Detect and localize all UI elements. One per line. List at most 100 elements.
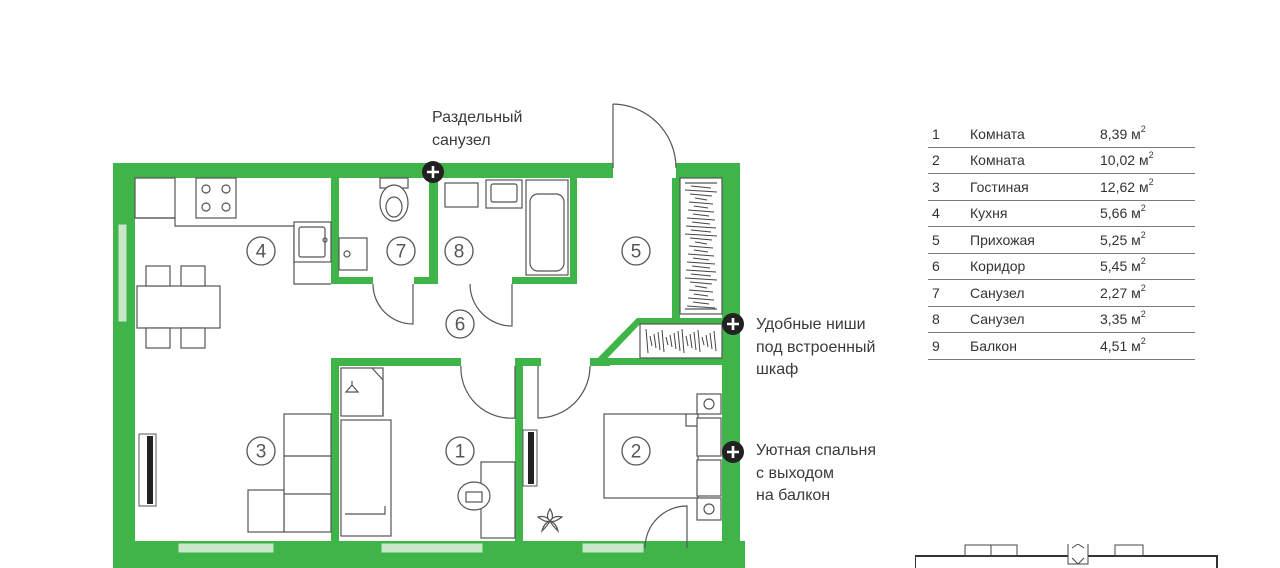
- svg-text:6: 6: [455, 315, 466, 336]
- room-area: 10,02 м2: [1100, 147, 1195, 174]
- svg-text:8: 8: [454, 242, 465, 263]
- area-exp: 2: [1140, 203, 1146, 214]
- area-unit: м: [1131, 205, 1141, 222]
- room-area: 5,45 м2: [1100, 253, 1195, 280]
- room-2-furniture: [522, 393, 722, 533]
- entrance-door: [612, 103, 677, 178]
- room-number-5: 5: [621, 236, 651, 266]
- room-num: 5: [928, 226, 970, 254]
- room-number-8: 8: [444, 236, 474, 266]
- area-value: 2,27: [1100, 284, 1128, 301]
- note-line: с выходом: [756, 464, 835, 482]
- room-name: Санузел: [970, 279, 1100, 307]
- area-exp: 2: [1140, 335, 1146, 346]
- room-number-1: 1: [445, 436, 475, 466]
- room-name: Комната: [970, 121, 1100, 148]
- area-exp: 2: [1140, 309, 1146, 320]
- room-name: Балкон: [970, 332, 1100, 360]
- note-line: Уютная спальня: [756, 442, 876, 459]
- svg-text:4: 4: [256, 242, 267, 263]
- area-value: 3,35: [1100, 311, 1128, 328]
- key-plan-thumbnail: [915, 544, 1218, 568]
- area-unit: м: [1138, 178, 1149, 195]
- room-name: Кухня: [970, 200, 1100, 227]
- room-number-6: 6: [445, 309, 475, 339]
- svg-text:2: 2: [631, 442, 642, 463]
- hall-wardrobe: [639, 177, 723, 359]
- room-name: Коридор: [970, 253, 1100, 280]
- room-num: 7: [928, 279, 970, 307]
- area-value: 5,45: [1100, 258, 1128, 275]
- bathroom-7-fixtures: [338, 177, 409, 271]
- note-line: Раздельный: [432, 109, 523, 126]
- room-area: 12,62 м2: [1100, 173, 1195, 201]
- room-num: 3: [928, 173, 970, 201]
- room-num: 4: [928, 200, 970, 227]
- room-num: 6: [928, 253, 970, 280]
- note-line: санузел: [432, 131, 491, 149]
- area-unit: м: [1131, 125, 1141, 142]
- note-line: шкаф: [756, 361, 799, 378]
- area-value: 10,02: [1100, 152, 1136, 169]
- svg-text:3: 3: [256, 442, 267, 463]
- room-number-4: 4: [246, 236, 276, 266]
- area-exp: 2: [1148, 176, 1154, 187]
- room-num: 2: [928, 147, 970, 174]
- room-area: 5,66 м2: [1100, 200, 1195, 227]
- room-area: 4,51 м2: [1100, 332, 1195, 360]
- room-area: 2,27 м2: [1100, 279, 1195, 307]
- svg-text:5: 5: [631, 242, 642, 263]
- room-name: Прихожая: [970, 226, 1100, 254]
- area-unit: м: [1131, 284, 1141, 301]
- note-bathroom: Раздельный санузел: [432, 107, 523, 152]
- windows: [117, 223, 645, 554]
- area-exp: 2: [1140, 282, 1146, 293]
- area-value: 4,51: [1100, 337, 1128, 354]
- room-name: Комната: [970, 147, 1100, 174]
- area-unit: м: [1138, 152, 1149, 169]
- walls: [113, 163, 745, 568]
- kitchen-furniture: [134, 177, 332, 349]
- note-line: под встроенный: [756, 338, 876, 356]
- living-furniture: [138, 413, 332, 533]
- room-number-3: 3: [246, 436, 276, 466]
- note-line: Удобные ниши: [756, 316, 866, 333]
- room-number-2: 2: [621, 436, 651, 466]
- area-exp: 2: [1140, 123, 1146, 134]
- note-bedroom: Уютная спальня с выходом на балкон: [756, 440, 876, 508]
- room-1-furniture: [340, 367, 516, 539]
- area-unit: м: [1131, 337, 1141, 354]
- room-name: Санузел: [970, 306, 1100, 333]
- svg-text:1: 1: [455, 442, 466, 463]
- room-num: 8: [928, 306, 970, 333]
- room-area: 8,39 м2: [1100, 121, 1195, 148]
- area-exp: 2: [1140, 229, 1146, 240]
- plus-circle-icon[interactable]: [422, 161, 444, 183]
- room-num: 1: [928, 121, 970, 148]
- room-area: 3,35 м2: [1100, 306, 1195, 333]
- note-line: на балкон: [756, 487, 831, 504]
- room-num: 9: [928, 332, 970, 360]
- bathroom-8-fixtures: [444, 179, 569, 276]
- interior-doors: [372, 283, 688, 549]
- area-unit: м: [1131, 231, 1141, 248]
- plus-circle-icon[interactable]: [722, 313, 744, 335]
- area-value: 5,25: [1100, 231, 1128, 248]
- area-exp: 2: [1140, 256, 1146, 267]
- area-unit: м: [1131, 311, 1141, 328]
- note-niches: Удобные ниши под встроенный шкаф: [756, 314, 875, 382]
- room-number-7: 7: [386, 236, 416, 266]
- area-exp: 2: [1148, 150, 1154, 161]
- plus-circle-icon[interactable]: [722, 441, 744, 463]
